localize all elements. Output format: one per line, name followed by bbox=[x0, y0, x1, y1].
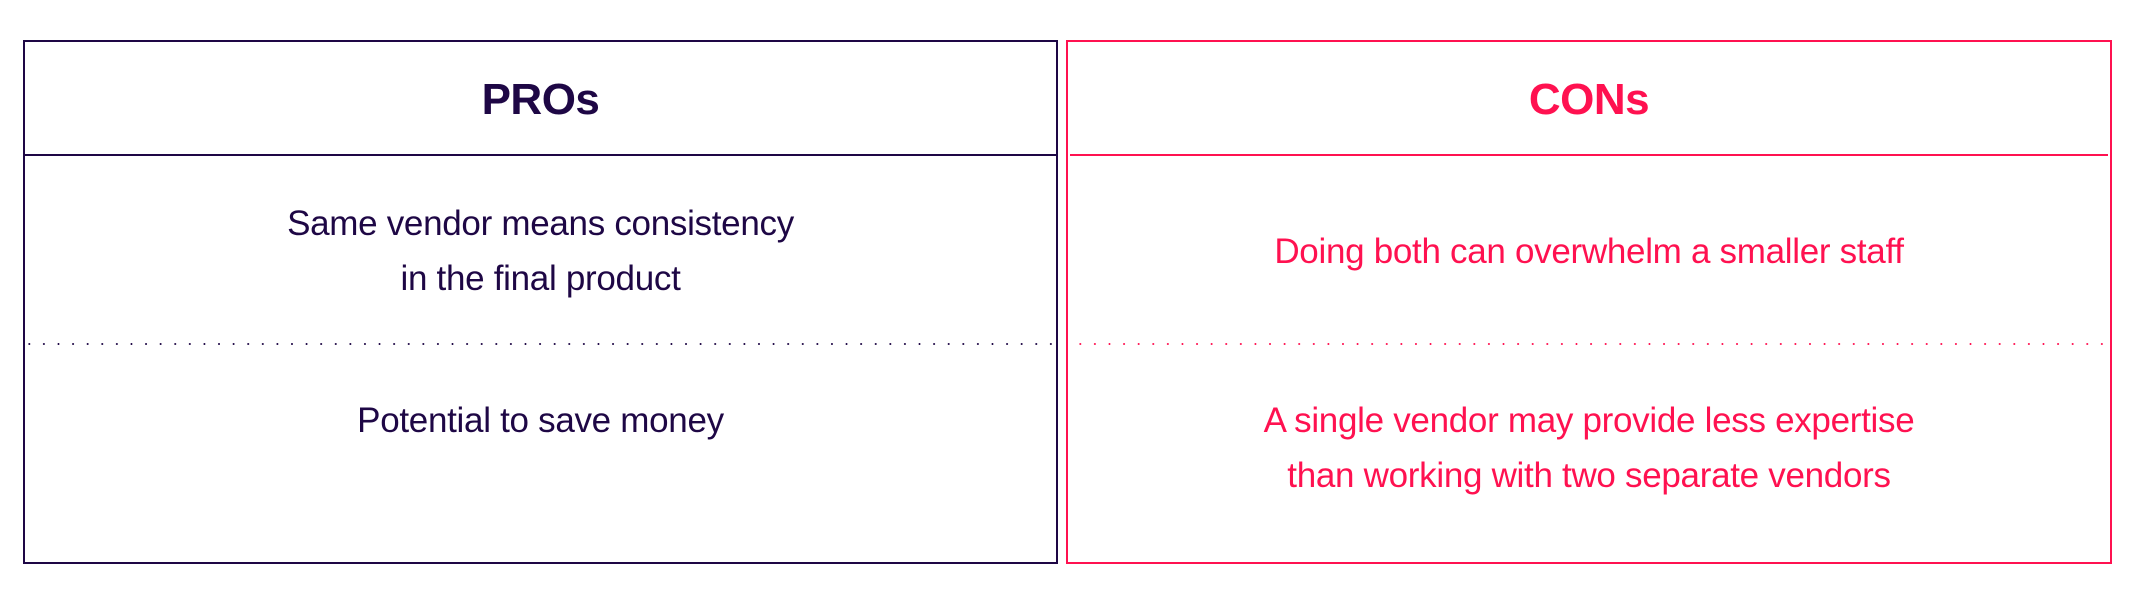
pros-panel: PROs Same vendor means consistency in th… bbox=[23, 40, 1058, 564]
cons-title: CONs bbox=[1528, 75, 1650, 124]
pros-item-2: Potential to save money bbox=[25, 347, 1056, 564]
pros-header: PROs bbox=[23, 42, 1058, 156]
cons-header: CONs bbox=[1070, 42, 2108, 156]
pros-title: PROs bbox=[481, 75, 600, 124]
pros-item-1: Same vendor means consistency in the fin… bbox=[25, 156, 1056, 346]
cons-item-2-line-1: A single vendor may provide less experti… bbox=[1263, 401, 1915, 440]
cons-item-2: A single vendor may provide less experti… bbox=[1068, 347, 2110, 564]
pros-item-2-line-1: Potential to save money bbox=[357, 401, 724, 440]
pros-row-divider bbox=[22, 343, 1058, 345]
pros-item-1-line-2: in the final product bbox=[400, 259, 681, 298]
cons-panel: CONs Doing both can overwhelm a smaller … bbox=[1066, 40, 2112, 564]
cons-item-2-line-2: than working with two separate vendors bbox=[1287, 456, 1891, 495]
cons-item-1: Doing both can overwhelm a smaller staff bbox=[1068, 156, 2110, 346]
pros-item-1-line-1: Same vendor means consistency bbox=[287, 204, 794, 243]
cons-row-divider bbox=[1066, 343, 2112, 345]
cons-item-1-line-1: Doing both can overwhelm a smaller staff bbox=[1274, 231, 1904, 271]
